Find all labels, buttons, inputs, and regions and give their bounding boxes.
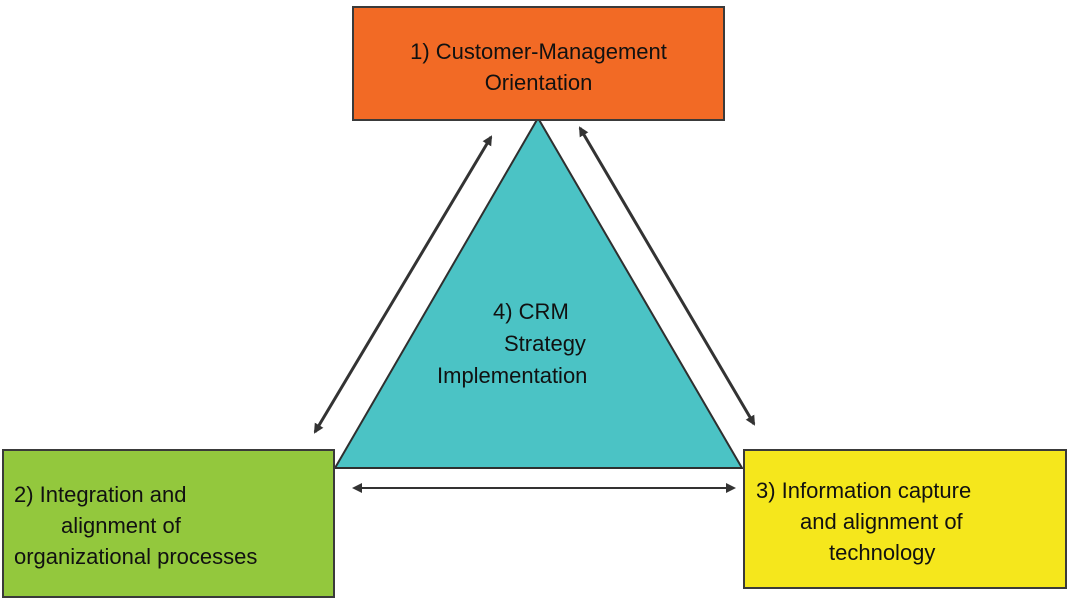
information-technology-box: 3) Information capture and alignment of … — [743, 449, 1067, 589]
triangle-label-line: Implementation — [437, 363, 588, 388]
label-line: alignment of — [61, 513, 181, 538]
triangle-label-line: 4) CRM — [493, 299, 569, 324]
triangle-label-line: Strategy — [504, 331, 586, 356]
label-line: 3) Information capture — [756, 478, 972, 503]
arrow-1-to-2 — [313, 135, 493, 434]
label-line: technology — [829, 540, 936, 565]
label-line: organizational processes — [14, 544, 258, 569]
customer-management-label: 1) Customer-Management Orientation — [354, 36, 723, 98]
label-line: Orientation — [484, 70, 593, 95]
label-line: 1) Customer-Management — [410, 39, 667, 64]
label-line: and alignment of — [800, 509, 963, 534]
customer-management-box: 1) Customer-Management Orientation — [352, 6, 725, 121]
strategy-triangle — [333, 116, 744, 469]
arrow-1-to-3 — [578, 126, 756, 426]
integration-processes-box: 2) Integration and alignment of organiza… — [2, 449, 335, 598]
label-line: 2) Integration and — [14, 482, 187, 507]
